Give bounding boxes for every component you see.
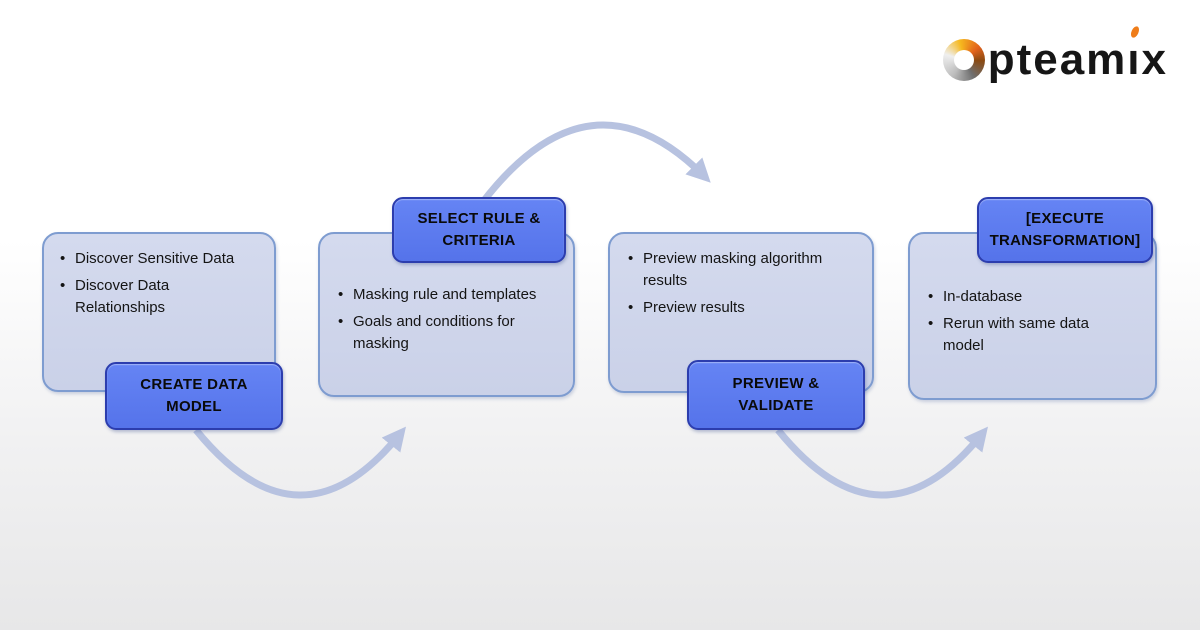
- bullet-item: Goals and conditions for masking: [338, 311, 557, 355]
- arrow-bottom-left-curve-icon: [193, 426, 406, 499]
- bullet-item: Masking rule and templates: [338, 284, 557, 306]
- bullet-item: Preview masking algorithm results: [628, 248, 854, 292]
- bullet-list: In-database Rerun with same data model: [910, 234, 1155, 356]
- card-select-rule-criteria: Masking rule and templates Goals and con…: [318, 232, 575, 397]
- logo-letters: x: [1141, 35, 1168, 84]
- arrow-bottom-right-curve-icon: [775, 426, 988, 499]
- bullet-item: Preview results: [628, 297, 854, 319]
- bullet-list: Masking rule and templates Goals and con…: [320, 234, 573, 354]
- step-label-select-rule-criteria: SELECT RULE & CRITERIA: [392, 197, 566, 263]
- bullet-list: Discover Sensitive Data Discover Data Re…: [44, 234, 274, 318]
- step-label-execute-transformation: [EXECUTE TRANSFORMATION]: [977, 197, 1153, 263]
- card-execute-transformation: In-database Rerun with same data model: [908, 232, 1157, 400]
- logo-letter-i: ı: [1127, 25, 1142, 84]
- logo-i-stem: ı: [1127, 35, 1142, 84]
- bullet-list: Preview masking algorithm results Previe…: [610, 234, 872, 318]
- logo-letters: pteam: [987, 35, 1128, 84]
- step-label-preview-validate: PREVIEW & VALIDATE: [687, 360, 865, 430]
- logo-o-ring-icon: [942, 39, 985, 81]
- bullet-item: Rerun with same data model: [928, 313, 1117, 357]
- card-create-data-model: Discover Sensitive Data Discover Data Re…: [42, 232, 276, 392]
- bullet-item: Discover Data Relationships: [60, 275, 250, 319]
- bullet-item: Discover Sensitive Data: [60, 248, 250, 270]
- bullet-item: In-database: [928, 286, 1117, 308]
- step-label-create-data-model: CREATE DATA MODEL: [105, 362, 283, 430]
- arrow-top-curve-icon: [479, 121, 711, 206]
